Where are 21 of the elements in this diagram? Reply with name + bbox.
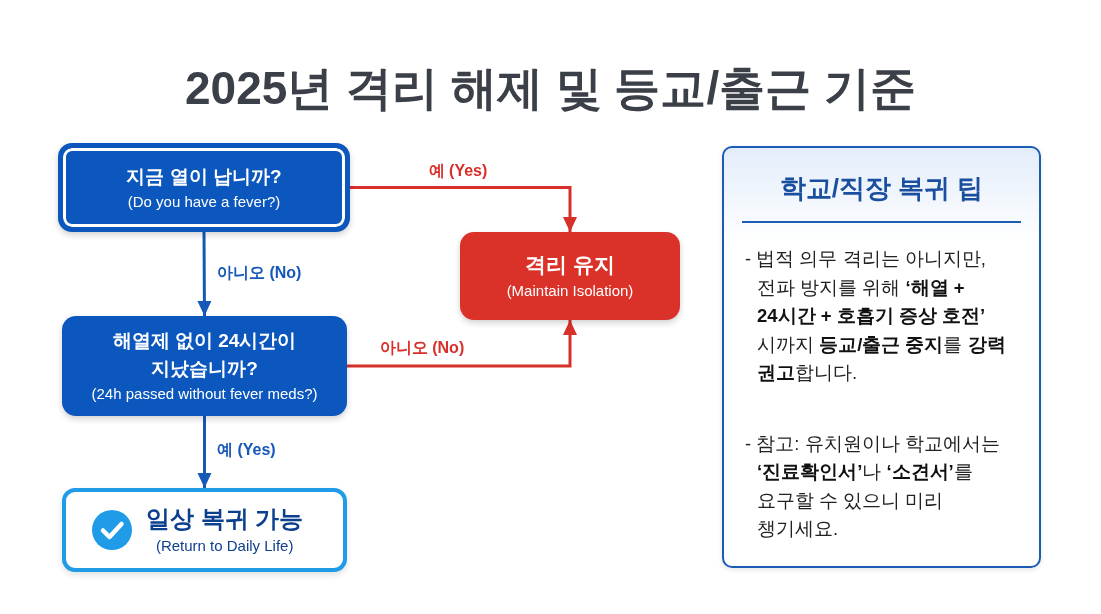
- box-subtitle: (Maintain Isolation): [506, 281, 634, 301]
- outcome-box: [460, 232, 680, 320]
- tip-text: - 참고: 유치원이나 학교에서는 ‘진료확인서’나 ‘소견서’를 요구할 수 있으니 미리 챙기세요.: [744, 431, 1001, 541]
- arrow: [197, 416, 212, 488]
- box-title: 일상 복귀 가능: [146, 504, 304, 534]
- box-title: 격리 유지: [525, 252, 615, 278]
- tip-text: - 법적 의무 격리는 아니지만, 전파 방지를 위해 ‘해열 + 24시간 + 호흡기 증상 호전’ 시까지 등교/출근 중지를 강력 권고합니다.: [744, 247, 1007, 385]
- box-subtitle: (Do you have a fever?): [127, 191, 281, 212]
- arrow: [347, 320, 577, 368]
- panel-heading: 학교/직장 복귀 팁: [779, 172, 984, 205]
- decision-box: [62, 316, 347, 416]
- title: 2025년 격리 해제 및 등교/출근 기준: [185, 61, 916, 116]
- box-subtitle: (Return to Daily Life): [155, 536, 294, 556]
- box-subtitle: (24h passed without fever meds?): [91, 384, 318, 404]
- box-title: 해열제 없이 24시간이 지났습니까?: [111, 329, 298, 381]
- arrow: [350, 186, 577, 232]
- tips-panel: [722, 146, 1041, 568]
- box-title: 지금 열이 납니까?: [126, 164, 282, 189]
- arrow: [197, 232, 212, 316]
- decision-box: [58, 143, 350, 232]
- outcome-box: [62, 488, 347, 572]
